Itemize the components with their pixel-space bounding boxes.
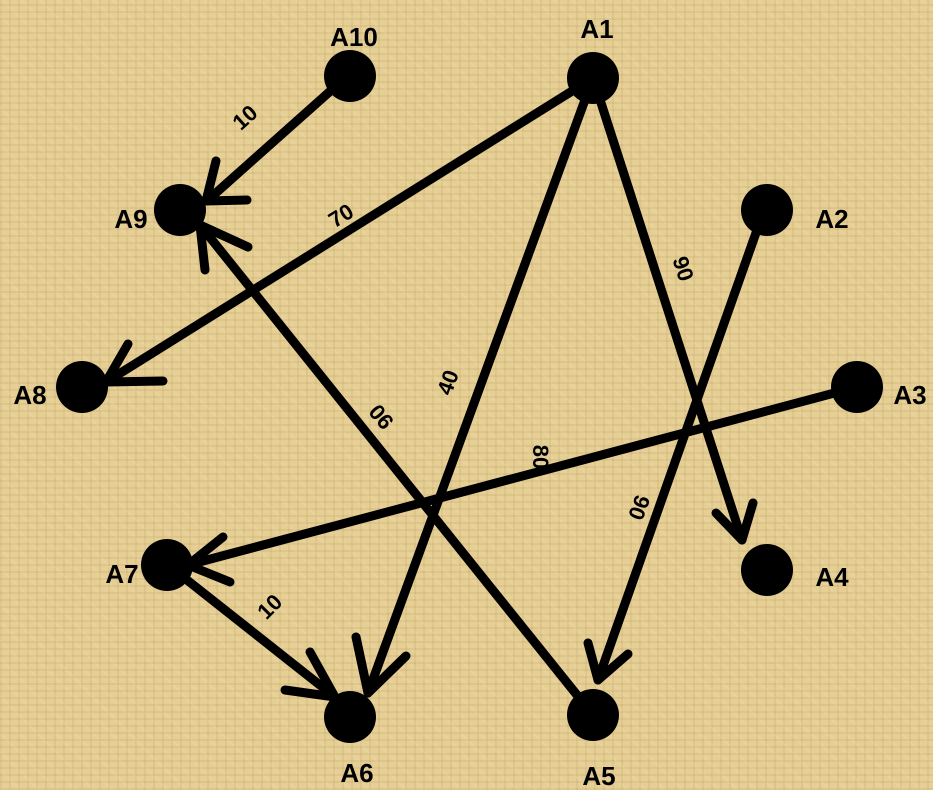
- node-label-a7: A7: [105, 559, 138, 589]
- edge-label-a7-a6: 10: [252, 589, 287, 624]
- nodes: [56, 50, 883, 743]
- node-a3: [831, 361, 883, 413]
- edge-a1-a6: 40: [351, 73, 598, 698]
- node-label-a10: A10: [330, 22, 378, 52]
- edge-label-a3-a7: 80: [528, 445, 553, 469]
- edge-label-a2-a5: 90: [623, 492, 655, 524]
- node-labels: A1 A2 A3 A4 A5 A6 A7 A8 A9 A10: [13, 14, 926, 790]
- node-a10: [324, 50, 376, 102]
- node-label-a5: A5: [582, 761, 615, 790]
- node-label-a4: A4: [815, 562, 849, 592]
- node-label-a9: A9: [114, 204, 147, 234]
- node-label-a6: A6: [340, 758, 373, 788]
- node-a1: [567, 52, 619, 104]
- node-label-a1: A1: [580, 14, 613, 44]
- edge-a7-a6: 10: [163, 560, 340, 702]
- edge-label-a10-a9: 10: [228, 100, 263, 135]
- node-a9: [154, 184, 206, 236]
- node-a4: [741, 544, 793, 596]
- node-a6: [324, 691, 376, 743]
- edge-a10-a9: 10: [201, 73, 350, 206]
- node-a7: [141, 539, 193, 591]
- edge-label-a1-a6: 40: [432, 367, 464, 399]
- node-label-a3: A3: [893, 380, 926, 410]
- node-a5: [567, 689, 619, 741]
- edges: 10 70 40 90 90 80: [101, 73, 862, 720]
- node-label-a8: A8: [13, 380, 46, 410]
- node-a8: [56, 361, 108, 413]
- edge-label-a1-a4: 90: [667, 253, 698, 284]
- node-label-a2: A2: [815, 204, 848, 234]
- node-a2: [741, 184, 793, 236]
